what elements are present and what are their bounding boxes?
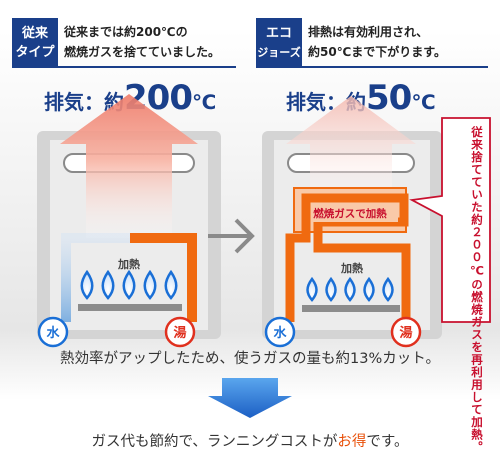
conventional-heater: 加熱 水 湯 [37,94,221,348]
desc-line-2: 約50℃まで下がります。 [308,45,447,59]
summary-caption: 熱効率がアップしたため、使うガスの量も約13%カット。 [60,351,440,367]
burner-flames [80,269,178,300]
eco-description: 排熱は有効利用され、 約50℃まで下がります。 [308,22,446,62]
flame-icon [143,269,157,300]
hot-label: 湯 [173,325,186,341]
hot-pipe [130,233,197,322]
exhaust-value: 50 [366,78,412,118]
header-underline [256,66,488,68]
transition-arrow-icon [208,218,255,254]
header-underline [12,66,236,68]
flame-icon [382,276,394,302]
water-label: 水 [273,325,287,341]
desc-line-2: 燃焼ガスを捨てていました。 [64,45,221,59]
tag-line-2: タイプ [15,45,55,60]
conventional-description: 従来までは約200℃の 燃焼ガスを捨てていました。 [64,22,220,62]
burner-bar [78,304,182,311]
flame-icon [164,269,178,300]
burner-bar [302,305,400,312]
tag-line-1: 従来 [21,26,48,41]
eco-heater: 燃焼ガスで加熱 加熱 水 湯 [262,96,442,348]
flame-icon [101,269,115,300]
flame-icon [122,269,136,300]
eco-type-tag: エコ ジョーズ [256,18,302,68]
conclusion-before: ガス代も節約で、ランニングコストが [91,434,338,450]
callout-text: 従来捨てていた約２００℃の燃焼ガスを再利用して加熱。 [470,126,484,454]
water-inlet-icon [264,316,296,348]
heat-label: 加熱 [340,261,363,275]
conclusion-caption: ガス代も節約で、ランニングコストがお得です。 [0,430,500,451]
conclusion-after: です。 [366,434,409,450]
exhaust-unit: ℃ [411,90,436,114]
exhaust-arrow [60,94,198,238]
desc-line-1: 従来までは約200℃の [64,25,188,39]
flame-icon [325,276,337,302]
flame-icon [363,276,375,302]
tag-line-2: ジョーズ [257,46,301,59]
flame-icon [344,276,356,302]
conventional-type-tag: 従来 タイプ [12,18,58,68]
tag-line-1: エコ [265,26,292,41]
reheat-label-bg [312,204,398,222]
hot-outlet-icon [390,316,422,348]
burner-flames [306,276,394,302]
heat-label: 加熱 [117,257,140,271]
hot-label: 湯 [399,325,412,341]
flame-icon [306,276,318,302]
exhaust-arrow [286,96,416,200]
water-inlet-icon [37,316,69,348]
flame-icon [80,269,94,300]
exhaust-unit: ℃ [191,90,217,114]
serpentine-pipe [285,193,411,322]
down-arrow-icon [208,378,292,418]
hot-outlet-icon [164,316,196,348]
conclusion-highlight: お得 [337,434,367,450]
desc-line-1: 排熱は有効利用され、 [308,25,429,39]
callout-bubble [409,117,491,323]
water-label: 水 [46,325,60,341]
reheat-label: 燃焼ガスで加熱 [313,207,387,220]
